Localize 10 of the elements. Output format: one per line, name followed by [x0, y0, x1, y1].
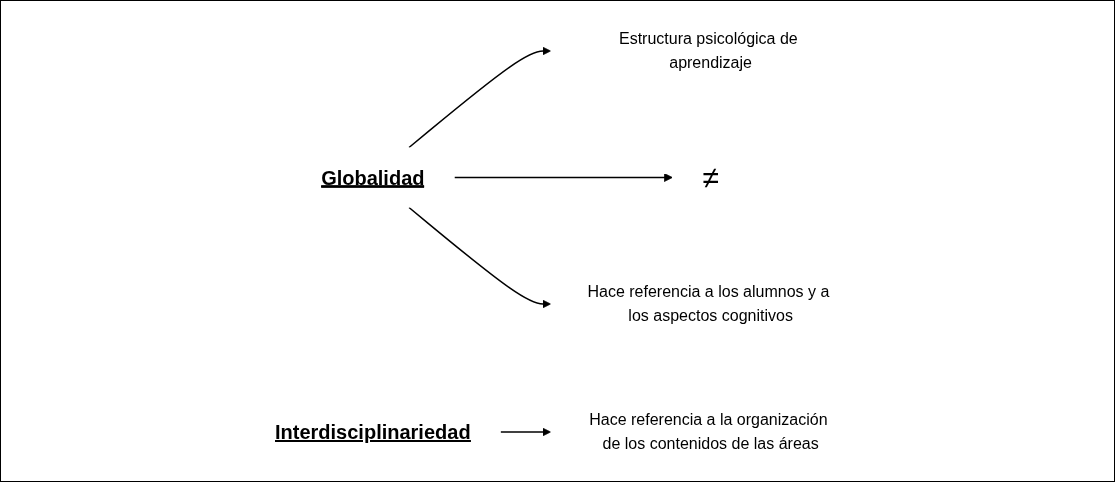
node-text: Globalidad	[320, 166, 425, 188]
arrow	[408, 46, 551, 148]
node-text: Hace referencia a la organización de los contenidos de las áreas	[588, 410, 828, 452]
node-text: ≠	[702, 160, 719, 194]
arrow	[408, 206, 551, 308]
arrow	[499, 427, 551, 436]
node-text: Estructura psicológica de aprendizaje	[618, 29, 798, 71]
node-text: Interdisciplinariedad	[274, 420, 471, 443]
node-text: Hace referencia a los alumnos y a los aspectos cognitivos	[587, 282, 830, 324]
arrow	[453, 172, 673, 182]
